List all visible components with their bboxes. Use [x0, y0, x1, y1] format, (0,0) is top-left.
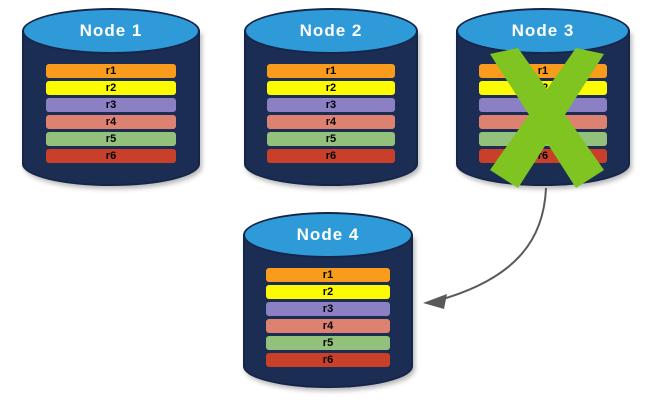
- table-row: r1: [479, 64, 607, 78]
- table-row: r3: [46, 98, 176, 112]
- table-row: r1: [267, 64, 395, 78]
- table-row: r2: [265, 285, 391, 299]
- table-row: r5: [479, 132, 607, 146]
- table-row: r1: [265, 268, 391, 282]
- table-row: r5: [46, 132, 176, 146]
- table-row: r4: [265, 319, 391, 333]
- table-row: r5: [265, 336, 391, 350]
- table-row: r3: [267, 98, 395, 112]
- node-3-cylinder-top: [456, 8, 630, 54]
- node-4-cylinder-top: [243, 212, 413, 258]
- node-2-cylinder-top: [244, 8, 418, 54]
- table-row: r4: [267, 115, 395, 129]
- node-1-rows: r1 r2 r3 r4 r5 r6: [22, 64, 200, 166]
- node-1-cylinder-top: [22, 8, 200, 54]
- table-row: r5: [267, 132, 395, 146]
- table-row: r1: [46, 64, 176, 78]
- table-row: r6: [479, 149, 607, 163]
- table-row: r3: [479, 98, 607, 112]
- node-3-rows: r1 r2 r3 r4 r5 r6: [456, 64, 630, 166]
- arrow-curve: [435, 187, 547, 302]
- table-row: r4: [46, 115, 176, 129]
- table-row: r6: [267, 149, 395, 163]
- table-row: r2: [267, 81, 395, 95]
- arrow-head: [423, 294, 447, 309]
- table-row: r2: [46, 81, 176, 95]
- table-row: r4: [479, 115, 607, 129]
- table-row: r6: [265, 353, 391, 367]
- node-2-rows: r1 r2 r3 r4 r5 r6: [244, 64, 418, 166]
- table-row: r3: [265, 302, 391, 316]
- node-4-rows: r1 r2 r3 r4 r5 r6: [243, 268, 413, 370]
- table-row: r2: [479, 81, 607, 95]
- table-row: r6: [46, 149, 176, 163]
